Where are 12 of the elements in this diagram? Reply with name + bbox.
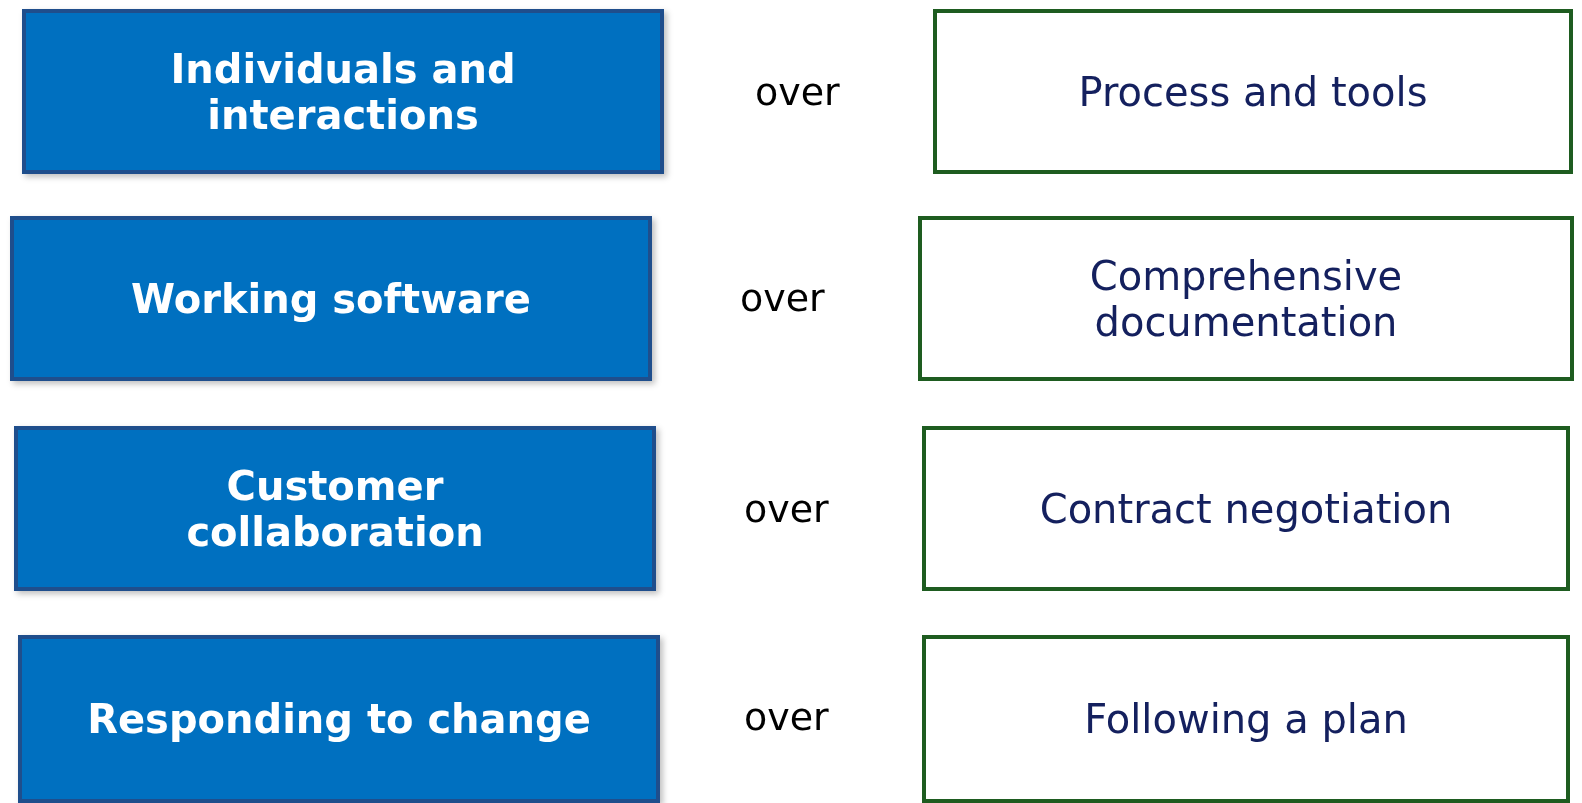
alternative-box: Comprehensive documentation — [918, 216, 1574, 381]
value-box: Customer collaboration — [14, 426, 656, 591]
value-box: Responding to change — [18, 635, 660, 803]
comparison-word: over — [744, 695, 829, 739]
comparison-word: over — [740, 276, 825, 320]
value-box: Working software — [10, 216, 652, 381]
value-box: Individuals and interactions — [22, 9, 664, 174]
comparison-word: over — [744, 487, 829, 531]
alternative-box: Process and tools — [933, 9, 1573, 174]
alternative-box: Contract negotiation — [922, 426, 1570, 591]
comparison-word: over — [755, 70, 840, 114]
alternative-box: Following a plan — [922, 635, 1570, 803]
